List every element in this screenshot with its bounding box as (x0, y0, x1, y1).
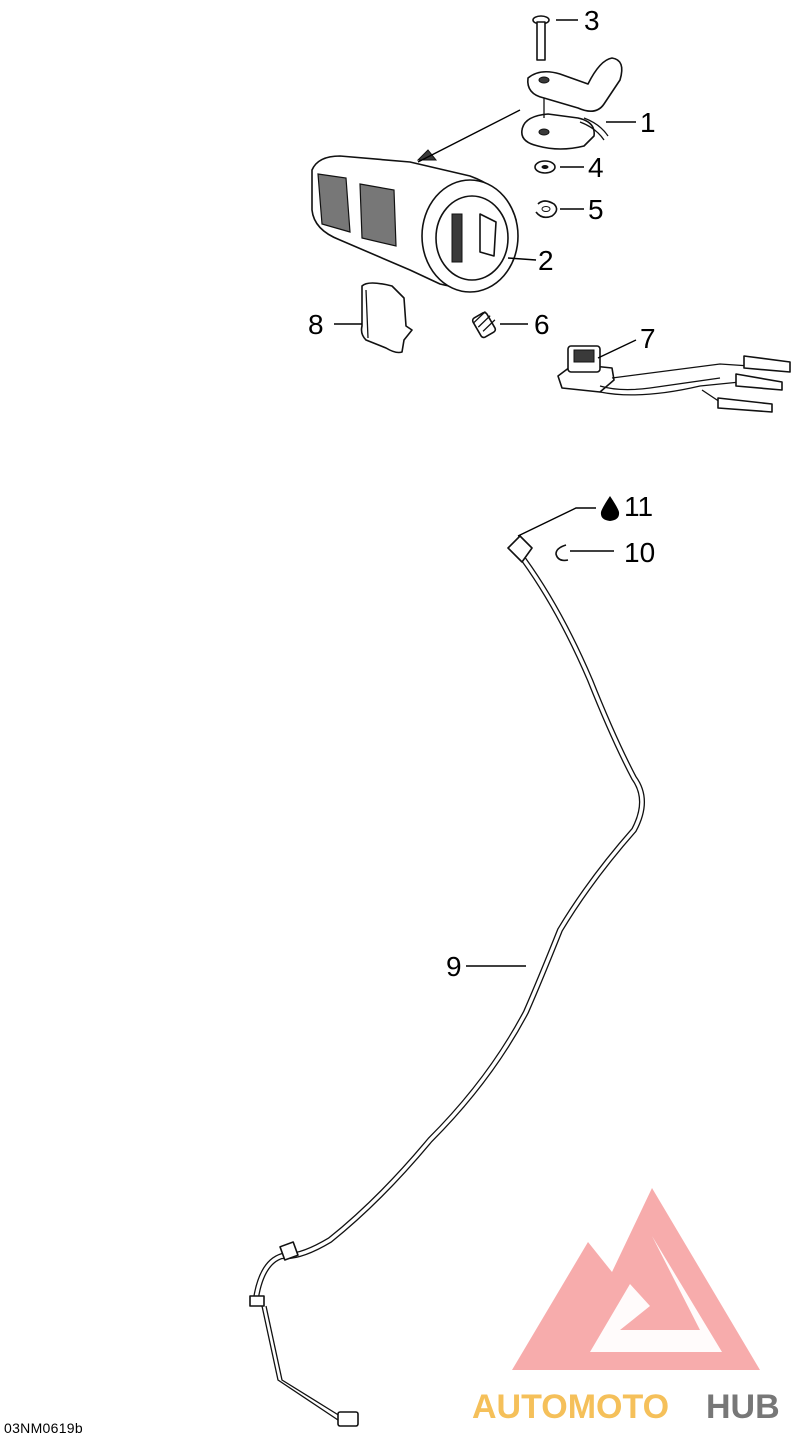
callout-labels: 3 1 4 5 2 6 8 7 11 10 9 (308, 5, 656, 982)
callout-7: 7 (640, 323, 656, 354)
logo-text-auto: AUTOMOTO (472, 1388, 669, 1426)
leader-lines (334, 19, 637, 967)
part-1-throttle-lever (521, 57, 623, 150)
callout-8: 8 (308, 309, 324, 340)
callout-10: 10 (624, 537, 655, 568)
part-6-set-screw (471, 311, 497, 339)
part-8-cover (360, 282, 413, 354)
part-3-screw (532, 15, 550, 61)
callout-9: 9 (446, 951, 462, 982)
callout-6: 6 (534, 309, 550, 340)
callout-3: 3 (584, 5, 600, 36)
part-10-clip (555, 544, 569, 562)
callout-11: 11 (624, 491, 653, 522)
part-2-throttle-housing (311, 149, 519, 293)
part-5-e-clip (535, 200, 558, 219)
logo-text-hub: HUB (706, 1388, 780, 1426)
drawing-code: 03NM0619b (4, 1420, 83, 1436)
part-4-washer (534, 160, 556, 174)
connector-pins (717, 355, 791, 413)
logo-triangle-inner (590, 1236, 722, 1352)
callout-5: 5 (588, 194, 604, 225)
part-7-switch (557, 345, 791, 413)
callout-2: 2 (538, 245, 554, 276)
callout-4: 4 (588, 152, 604, 183)
callout-1: 1 (640, 107, 656, 138)
automotohub-logo: AUTOMOTO HUB (472, 1188, 780, 1426)
oil-drop-icon (600, 496, 620, 521)
part-9-throttle-cable (249, 535, 645, 1427)
